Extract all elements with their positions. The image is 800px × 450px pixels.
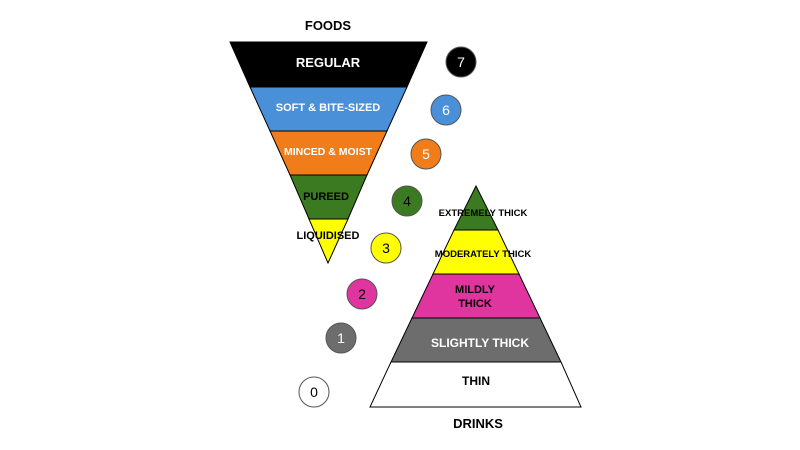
level-circle-7-number: 7 [457,54,465,70]
drinks-label-mildly-thick-line2: THICK [458,298,492,310]
level-circles: 7 6 5 4 3 2 1 0 [298,46,477,408]
level-circle-4-number: 4 [403,193,411,209]
drinks-pyramid: EXTREMELY THICK MODERATELY THICK MILDLY … [369,184,582,408]
foods-label-minced-moist: MINCED & MOIST [284,146,373,158]
level-circle-1-shape [325,322,357,354]
foods-label-pureed: PUREED [303,191,349,203]
level-circle-6-number: 6 [442,102,450,118]
level-circle-2-shape [346,278,378,310]
foods-pyramid: REGULAR SOFT & BITE-SIZED MINCED & MOIST… [229,41,428,265]
drinks-band-mildly-thick [411,273,541,319]
foods-label-liquidised: LIQUIDISED [297,230,360,242]
level-circle-4-shape [391,185,423,217]
drinks-band-thin [369,361,582,408]
level-circle-0-number: 0 [310,384,318,400]
foods-label-soft-bite-sized: SOFT & BITE-SIZED [276,102,381,114]
foods-label-regular: REGULAR [296,55,361,70]
level-circle-2-number: 2 [358,286,366,302]
level-circle-3-shape [370,232,402,264]
drinks-label-slightly-thick: SLIGHTLY THICK [431,336,529,350]
level-circle-5: 5 [410,138,442,170]
level-circle-2: 2 [346,278,378,310]
level-circle-1: 1 [325,322,357,354]
foods-band-liquidised [308,218,349,265]
foods-title: FOODS [305,18,352,33]
level-circle-7-shape [445,46,477,78]
level-circle-6: 6 [430,94,462,126]
level-circle-0: 0 [298,376,330,408]
level-circle-1-number: 1 [337,330,345,346]
level-circle-3-number: 3 [382,240,390,256]
drinks-label-mildly-thick-line1: MILDLY [455,284,496,296]
level-circle-4: 4 [391,185,423,217]
level-circle-5-number: 5 [422,146,430,162]
drinks-label-thin: THIN [462,374,490,388]
drinks-label-extremely-thick: EXTREMELY THICK [439,208,528,219]
drinks-label-moderately-thick: MODERATELY THICK [435,249,532,260]
level-circle-7: 7 [445,46,477,78]
level-circle-6-shape [430,94,462,126]
drinks-title: DRINKS [453,416,503,431]
level-circle-0-shape [298,376,330,408]
level-circle-5-shape [410,138,442,170]
level-circle-3: 3 [370,232,402,264]
